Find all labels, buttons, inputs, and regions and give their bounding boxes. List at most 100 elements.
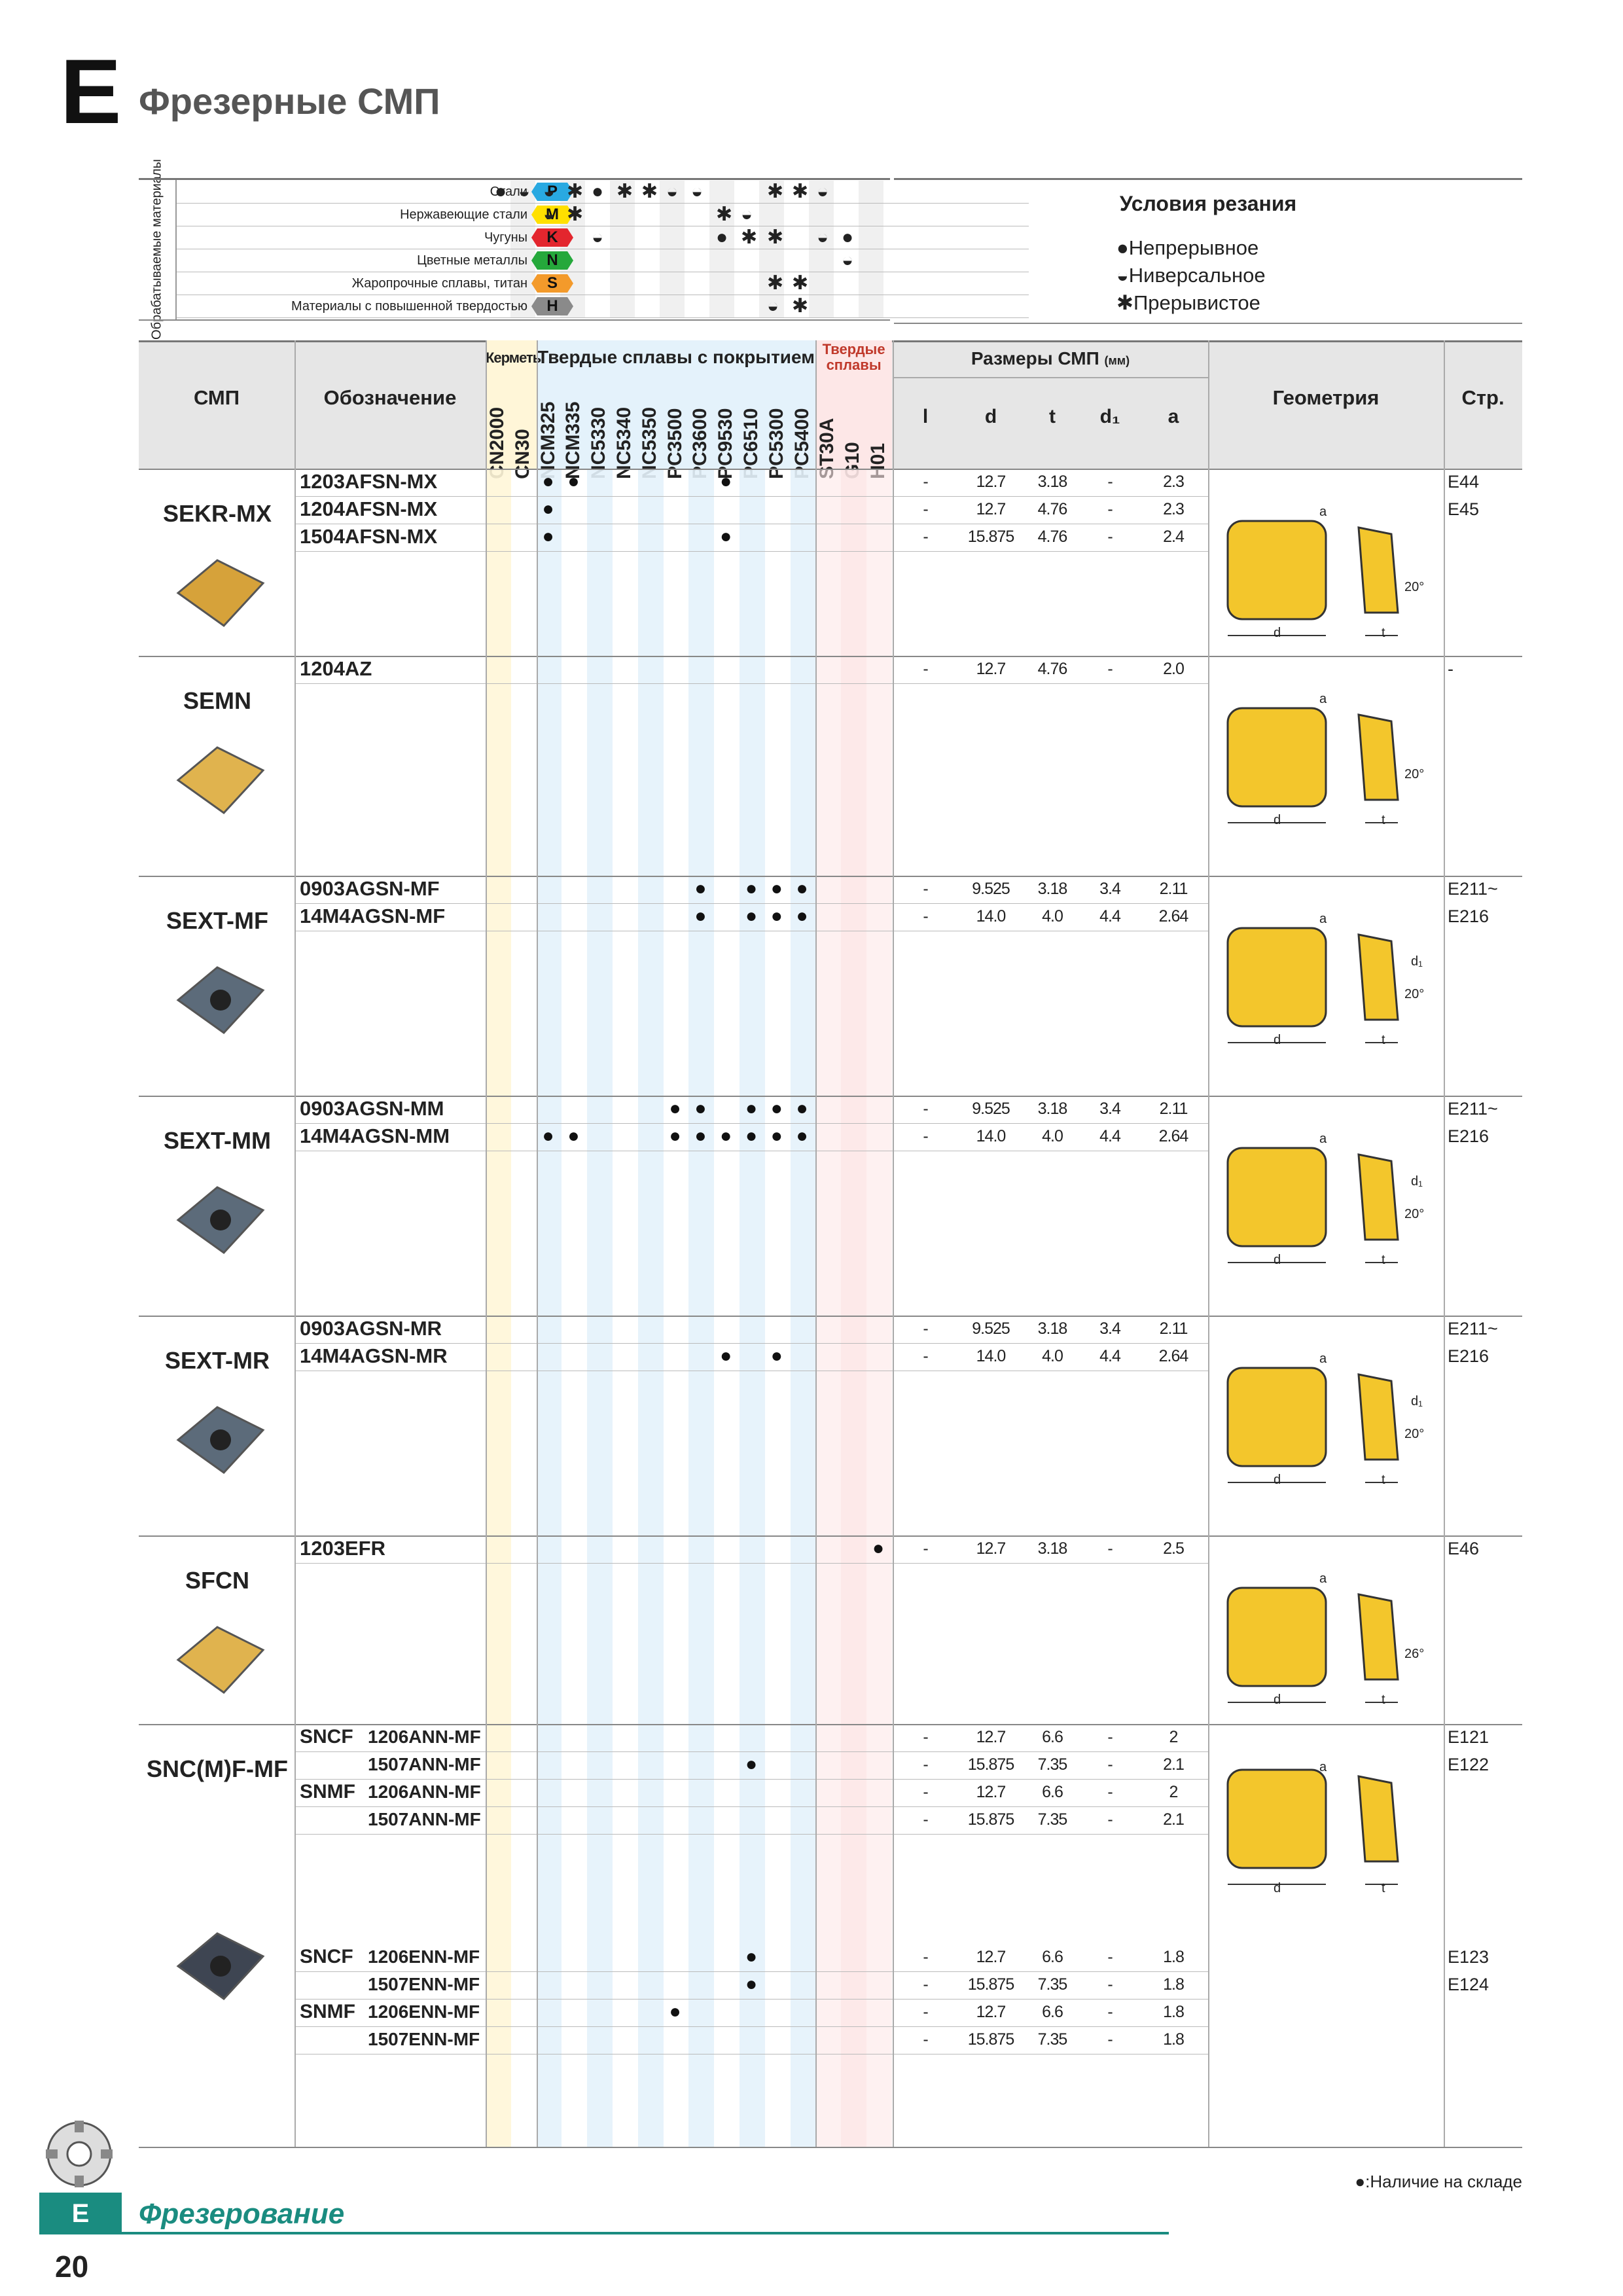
grade-header-pc9530: PC9530: [714, 377, 738, 479]
grade-column-band: [637, 469, 664, 2147]
designation: 1507ANN-MF: [368, 1809, 481, 1829]
geometry-angle: 20°: [1404, 987, 1425, 1001]
material-code-n: N: [531, 251, 573, 270]
stock-dot: ●: [770, 905, 783, 927]
row-rule: [294, 1999, 1208, 2000]
grade-column-band: [790, 469, 816, 2147]
header-dimensions: Размеры СМП (мм): [893, 348, 1208, 369]
material-condition-mark: ✱: [616, 181, 633, 202]
grade-name: G10: [842, 442, 864, 479]
stock-dot: ●: [745, 905, 758, 927]
grade-header-pc5300: PC5300: [765, 377, 789, 479]
table-bottom-rule: [139, 2147, 1522, 2148]
grade-header-nc5350: NC5350: [638, 377, 662, 479]
grade-name: CN30: [511, 429, 533, 479]
geometry-angle: 20°: [1404, 1427, 1425, 1441]
dim-value: -: [923, 1728, 928, 1746]
material-code-h: H: [531, 297, 573, 315]
stock-dot: ●: [694, 905, 707, 927]
dim-value: -: [923, 1783, 928, 1801]
cutting-conditions-title: Условия резания: [1119, 192, 1297, 215]
dim-value: 2.11: [1159, 1100, 1188, 1118]
dim-value: 3.4: [1099, 1100, 1121, 1118]
material-condition-mark: ◒: [767, 295, 779, 317]
geometry-drawing: [1226, 1367, 1399, 1483]
row-rule: [294, 903, 1208, 904]
dim-value: 4.4: [1099, 1347, 1121, 1365]
dim-value: 3.4: [1099, 880, 1121, 898]
geometry-label-d: d: [1274, 1253, 1281, 1267]
dim-value: 2.11: [1159, 1319, 1188, 1338]
stock-dot: ●: [720, 526, 732, 547]
grade-name: PC3500: [664, 408, 686, 479]
dim-value: -: [1107, 660, 1113, 678]
dim-value: 9.525: [972, 1100, 1010, 1118]
material-condition-mark: ◒: [741, 204, 753, 225]
header-dim-2: t: [1049, 406, 1056, 427]
designation: 1504AFSN-MX: [300, 525, 438, 548]
dim-value: -: [923, 1755, 928, 1774]
material-code-s: S: [531, 274, 573, 293]
material-condition-mark: ◒: [842, 249, 854, 271]
geometry-label-d: d: [1274, 1033, 1281, 1047]
material-label: Чугуны: [484, 230, 527, 245]
grade-name: PC6510: [740, 408, 762, 479]
stock-dot: ●: [669, 1125, 681, 1147]
material-condition-mark: ◒: [518, 181, 531, 202]
dim-value: 6.6: [1042, 1783, 1063, 1801]
stock-dot: ●: [542, 526, 554, 547]
cutting-conditions: Условия резания ●Непрерывное◒Ниверсально…: [894, 178, 1522, 324]
page-ref: E216: [1448, 1346, 1489, 1366]
material-condition-mark: ✱: [792, 272, 809, 294]
dim-value: 12.7: [976, 473, 1007, 491]
dim-value: 12.7: [976, 1948, 1007, 1966]
material-group-label: Обрабатываемые материалы: [139, 159, 177, 340]
material-condition-mark: ●: [592, 181, 604, 202]
grade-column-band: [866, 469, 892, 2147]
material-label: Стали: [490, 185, 527, 199]
cutting-condition-label: Прерывистое: [1133, 291, 1260, 314]
dim-value: 2.64: [1158, 1127, 1189, 1145]
geometry-label-d: d: [1274, 1693, 1281, 1707]
dim-value: 2.5: [1163, 1539, 1185, 1558]
material-label: Нержавеющие стали: [400, 207, 527, 222]
geometry-label-d: d: [1274, 1881, 1281, 1895]
page-ref: E216: [1448, 1126, 1489, 1146]
grade-column-band: [688, 469, 715, 2147]
dim-value: -: [1107, 2030, 1113, 2049]
row-rule: [294, 1779, 1208, 1780]
dim-value: -: [1107, 1755, 1113, 1774]
grade-header-pc5400: PC5400: [791, 377, 814, 479]
stock-dot: ●: [694, 878, 707, 899]
material-condition-mark: ✱: [641, 181, 658, 202]
section-rule: [139, 469, 1522, 470]
dim-value: 1.8: [1163, 2003, 1185, 2021]
dim-value: 14.0: [976, 1347, 1007, 1365]
grade-name: NC5340: [613, 406, 635, 479]
cutting-condition-symbol: ✱: [1116, 291, 1133, 314]
cutting-condition-label: Непрерывное: [1128, 236, 1259, 259]
dim-value: -: [923, 473, 928, 491]
dim-value: 9.525: [972, 1319, 1010, 1338]
dim-value: 4.76: [1037, 500, 1068, 518]
dim-value: -: [923, 880, 928, 898]
row-rule: [294, 496, 1208, 497]
designation: 0903AGSN-MR: [300, 1317, 442, 1340]
designation: 14M4AGSN-MR: [300, 1344, 448, 1367]
column-divider: [486, 340, 487, 2147]
dim-value: 2.64: [1158, 907, 1189, 925]
material-condition-mark: ✱: [767, 272, 784, 294]
material-condition-mark: ✱: [767, 181, 784, 202]
geometry-label-t: t: [1382, 1473, 1385, 1487]
dim-value: -: [923, 1810, 928, 1829]
dim-value: 3.18: [1037, 473, 1068, 491]
stock-dot: ●: [745, 1753, 758, 1775]
grade-header-cn2000: CN2000: [486, 377, 509, 479]
dim-value: 3.4: [1099, 1319, 1121, 1338]
grade-name: PC3600: [689, 408, 711, 479]
stock-dot: ●: [669, 2001, 681, 2022]
